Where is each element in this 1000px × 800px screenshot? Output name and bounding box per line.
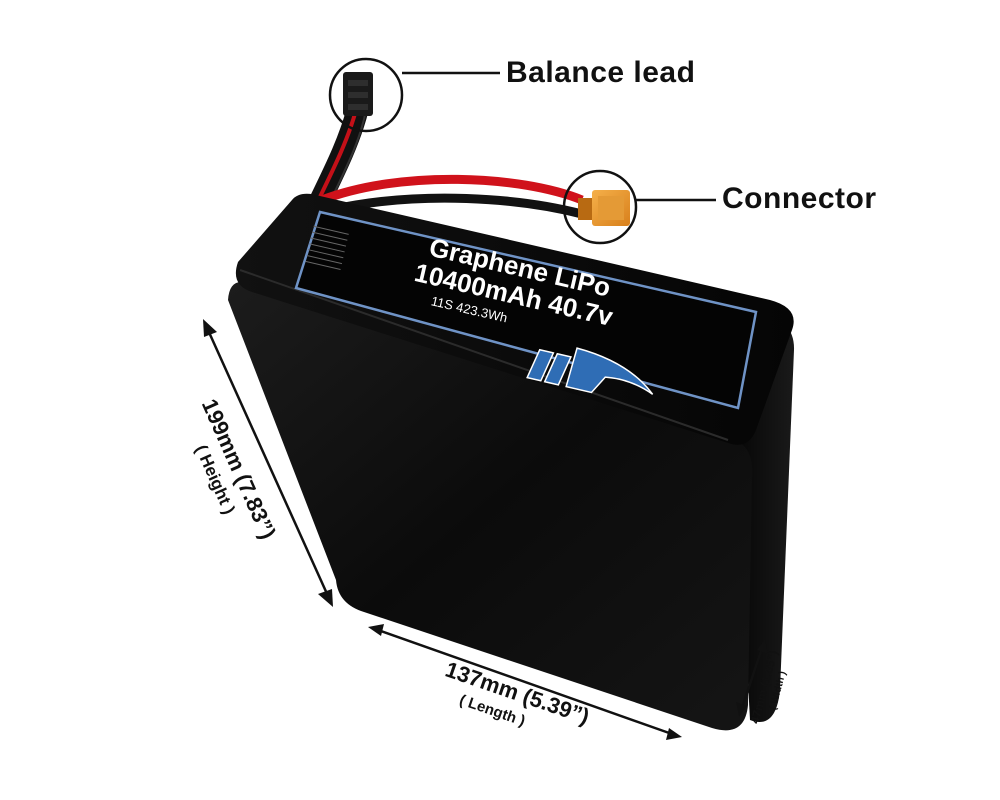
balance-lead-callout: Balance lead <box>506 56 696 89</box>
width-dimension-arrow <box>736 639 768 717</box>
xt90-connector-icon <box>578 190 630 226</box>
connector-callout: Connector <box>722 182 877 215</box>
height-dimension-arrow <box>203 319 333 607</box>
main-power-wires <box>320 174 584 219</box>
warning-text-block <box>305 225 349 270</box>
brand-logo-icon <box>526 347 654 395</box>
connector-circle <box>562 169 638 245</box>
length-dimension-arrow <box>368 624 682 740</box>
balance-lead-circle <box>328 57 404 133</box>
balance-plug-icon <box>343 72 373 116</box>
